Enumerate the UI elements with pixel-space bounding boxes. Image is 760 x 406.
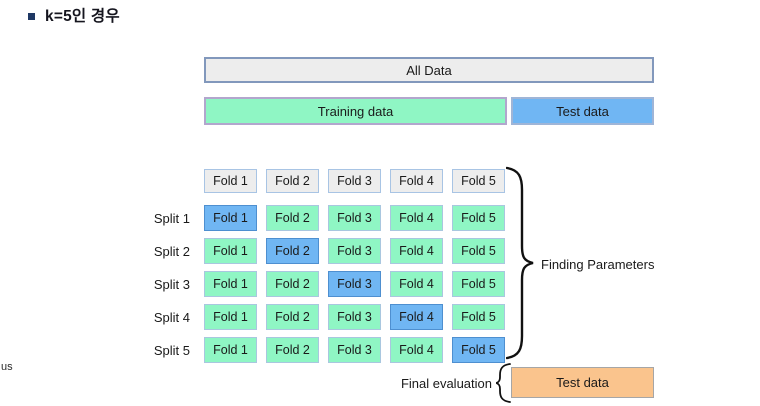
training-data-bar: Training data bbox=[204, 97, 507, 125]
fold-cell: Fold 4 bbox=[390, 304, 443, 330]
fold-cell: Fold 2 bbox=[266, 304, 319, 330]
fold-cell: Fold 5 bbox=[452, 238, 505, 264]
all-data-bar: All Data bbox=[204, 57, 654, 83]
fold-header: Fold 1 bbox=[204, 169, 257, 193]
final-test-data-label: Test data bbox=[556, 375, 609, 390]
split-label: Split 4 bbox=[153, 309, 190, 325]
training-data-label: Training data bbox=[317, 103, 394, 119]
split-label: Split 5 bbox=[153, 342, 190, 358]
fold-cell: Fold 3 bbox=[328, 304, 381, 330]
fold-cell: Fold 3 bbox=[328, 337, 381, 363]
fold-header: Fold 2 bbox=[266, 169, 319, 193]
fold-header: Fold 4 bbox=[390, 169, 443, 193]
fold-cell: Fold 2 bbox=[266, 205, 319, 231]
fold-cell: Fold 3 bbox=[328, 238, 381, 264]
cropped-text-fragment: us bbox=[1, 361, 13, 373]
fold-cell: Fold 1 bbox=[204, 205, 257, 231]
fold-cell: Fold 2 bbox=[266, 238, 319, 264]
fold-cell: Fold 4 bbox=[390, 205, 443, 231]
fold-header: Fold 5 bbox=[452, 169, 505, 193]
small-curly-brace-icon bbox=[496, 363, 512, 403]
test-data-label: Test data bbox=[556, 103, 609, 119]
fold-cell: Fold 3 bbox=[328, 271, 381, 297]
fold-cell: Fold 1 bbox=[204, 304, 257, 330]
split-label: Split 3 bbox=[153, 276, 190, 292]
fold-header: Fold 3 bbox=[328, 169, 381, 193]
fold-cell: Fold 5 bbox=[452, 271, 505, 297]
fold-cell: Fold 4 bbox=[390, 271, 443, 297]
curly-brace-icon bbox=[506, 166, 538, 360]
fold-cell: Fold 1 bbox=[204, 337, 257, 363]
test-data-bar: Test data bbox=[511, 97, 654, 125]
bullet-icon bbox=[28, 13, 35, 20]
finding-parameters-label: Finding Parameters bbox=[541, 257, 655, 272]
split-label: Split 2 bbox=[153, 243, 190, 259]
split-label: Split 1 bbox=[153, 210, 190, 226]
fold-cell: Fold 5 bbox=[452, 304, 505, 330]
fold-cell: Fold 5 bbox=[452, 205, 505, 231]
fold-cell: Fold 3 bbox=[328, 205, 381, 231]
fold-cell: Fold 2 bbox=[266, 271, 319, 297]
fold-cell: Fold 5 bbox=[452, 337, 505, 363]
fold-cell: Fold 1 bbox=[204, 238, 257, 264]
page-title: k=5인 경우 bbox=[45, 8, 120, 25]
all-data-label: All Data bbox=[406, 62, 452, 78]
fold-cell: Fold 1 bbox=[204, 271, 257, 297]
fold-cell: Fold 2 bbox=[266, 337, 319, 363]
final-evaluation-label: Final evaluation bbox=[400, 376, 492, 391]
final-test-data-box: Test data bbox=[511, 367, 654, 398]
fold-cell: Fold 4 bbox=[390, 238, 443, 264]
fold-cell: Fold 4 bbox=[390, 337, 443, 363]
